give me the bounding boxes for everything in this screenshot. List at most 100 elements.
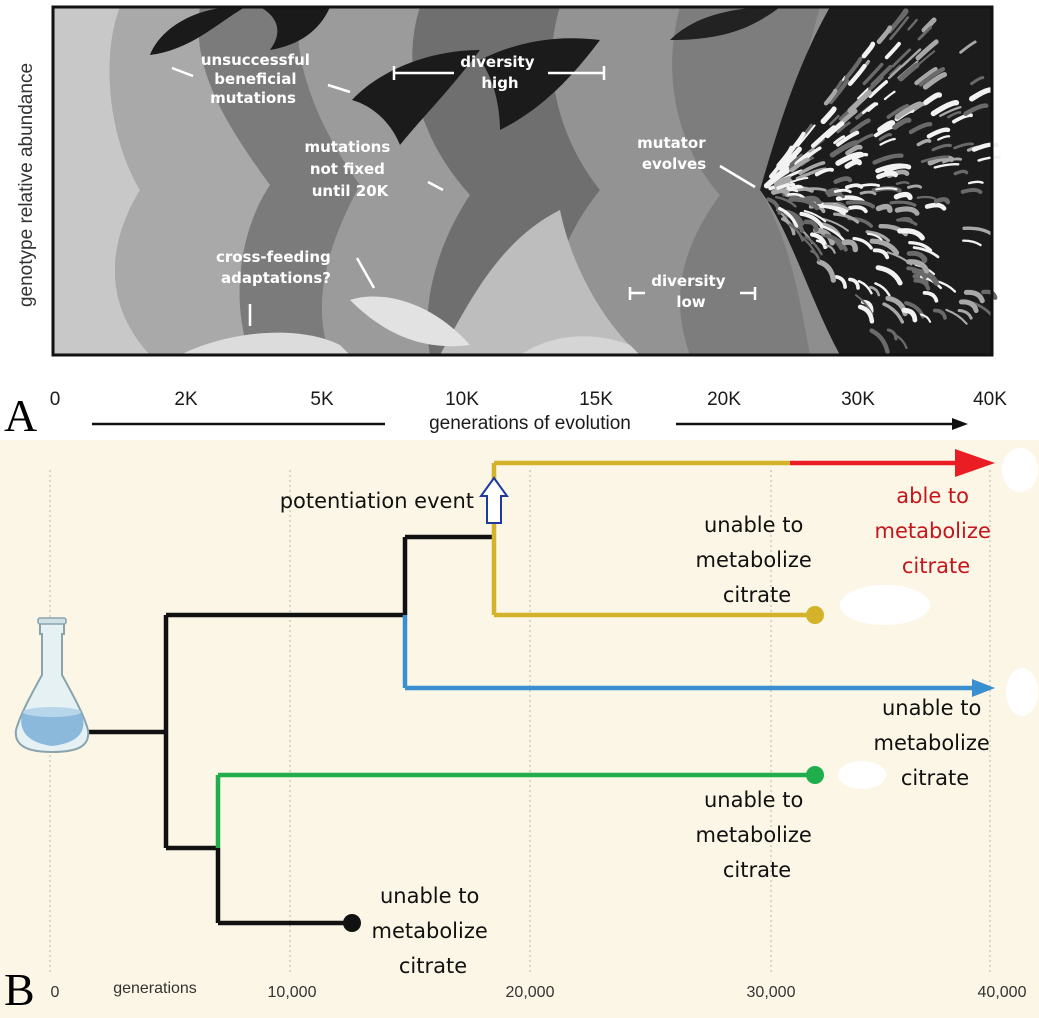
mutator-streak: [926, 127, 951, 139]
mutator-streak: [945, 308, 968, 325]
mutator-streak: [869, 285, 881, 297]
mutator-streak: [795, 133, 804, 145]
mutator-streak: [962, 226, 993, 236]
mutator-streak: [884, 41, 901, 60]
mutator-streak: [820, 106, 837, 125]
mutator-streak: [977, 156, 1001, 162]
region-crossfeed-3: [520, 336, 640, 355]
mutator-streak: [775, 195, 797, 208]
mutator-streak: [797, 124, 816, 147]
mutator-streak: [886, 103, 910, 119]
x-axis-label-b: generations: [113, 980, 197, 997]
mutator-streak: [895, 181, 910, 185]
blue-arrow-head-icon: [972, 679, 995, 697]
mutator-streak: [896, 218, 918, 226]
annotation-unsuccessful-mutations: unsuccessful beneficial mutations: [201, 51, 315, 107]
potentiation-arrow-icon: [479, 476, 509, 524]
x-axis-ticks-b: 0 generations 10,000 20,000 30,000 40,00…: [51, 980, 1027, 1001]
panel-b-background: [0, 440, 1039, 1018]
mutator-streak: [861, 41, 876, 59]
mutator-streak: [828, 78, 850, 105]
mutator-streak: [962, 239, 982, 247]
mutator-streak: [963, 103, 989, 116]
mutator-streak: [777, 206, 799, 228]
mutator-streak: [874, 282, 891, 297]
mutator-streak: [907, 184, 923, 189]
mutator-streak: [833, 135, 846, 145]
annotation-diversity-high: diversity high: [460, 53, 539, 92]
mutator-streak: [894, 206, 920, 216]
x-tick: 30K: [841, 389, 875, 410]
annotation-diversity-low: diversity low: [651, 272, 730, 311]
mutator-streak: [804, 235, 823, 256]
mutator-streak: [810, 232, 828, 249]
x-tick: 0: [50, 389, 61, 410]
region-wave-5: [552, 7, 720, 355]
mutator-streak: [891, 48, 912, 68]
mutator-streak: [798, 161, 826, 176]
mutator-streak: [778, 146, 802, 172]
mutator-streak: [814, 167, 834, 177]
mutator-streak: [963, 289, 985, 304]
mutator-streak: [844, 56, 863, 80]
mutator-streak: [823, 88, 838, 106]
blob-unsuccessful-1: [150, 7, 245, 55]
black-terminal-dot: [343, 914, 361, 932]
mutator-streak: [847, 90, 872, 114]
mutator-streak: [878, 132, 892, 141]
mutator-streak: [932, 308, 947, 320]
annotation-pointers: [171, 66, 757, 326]
region-wave-3: [298, 7, 470, 355]
label-red-branch: able to metabolize citrate: [875, 484, 998, 578]
x-axis-label: generations of evolution: [429, 413, 631, 434]
label-gold-branch: unable to metabolize citrate: [696, 513, 819, 607]
mutator-streak: [788, 196, 820, 211]
mutator-streak: [947, 111, 962, 119]
mutator-streak: [835, 130, 860, 147]
mutator-streak: [861, 102, 877, 115]
panel-label-a: A: [4, 390, 37, 441]
region-subclone-light: [440, 210, 640, 355]
mutator-streak: [868, 80, 889, 99]
mutator-streak: [872, 248, 890, 260]
mutator-streak: [848, 205, 868, 214]
mutator-streak: [803, 209, 827, 223]
mutator-streak: [857, 87, 870, 100]
mutator-streak: [835, 151, 865, 166]
mutator-streak: [970, 76, 985, 86]
mutator-streak: [889, 64, 902, 76]
mutator-streak: [908, 240, 933, 252]
x-tick: 10K: [445, 389, 479, 410]
mutator-streak: [914, 67, 938, 86]
mutator-streak: [933, 197, 951, 205]
mutator-streak: [907, 18, 918, 31]
mutator-streak: [829, 114, 840, 126]
mutator-streak: [766, 165, 790, 186]
mutator-streak: [898, 62, 920, 82]
mutator-streak: [922, 72, 948, 90]
mutator-streak: [937, 135, 951, 141]
mutator-streak: [920, 313, 932, 323]
mutator-streak: [810, 125, 836, 148]
mutator-streak: [854, 294, 874, 316]
mutator-streak: [773, 175, 792, 185]
mutator-streak: [789, 157, 810, 173]
mutator-streak: [795, 172, 814, 180]
x-tick: 2K: [174, 389, 198, 410]
mutator-streak: [876, 170, 898, 180]
mutator-streak: [875, 187, 898, 191]
mutator-streak: [841, 239, 859, 253]
mutator-streak: [879, 137, 896, 146]
mutator-streak: [862, 62, 884, 86]
mutator-streak: [922, 291, 939, 303]
mutator-streak: [892, 117, 912, 130]
mutator-streak: [776, 184, 791, 190]
mutator-streak: [893, 191, 913, 201]
label-green-branch: unable to metabolize citrate: [696, 788, 819, 882]
mutator-streak: [958, 299, 979, 314]
mutator-streak: [953, 142, 974, 150]
region-crossfeed-2: [350, 296, 470, 347]
mutator-streak: [960, 187, 983, 194]
mutator-streak: [915, 39, 939, 61]
